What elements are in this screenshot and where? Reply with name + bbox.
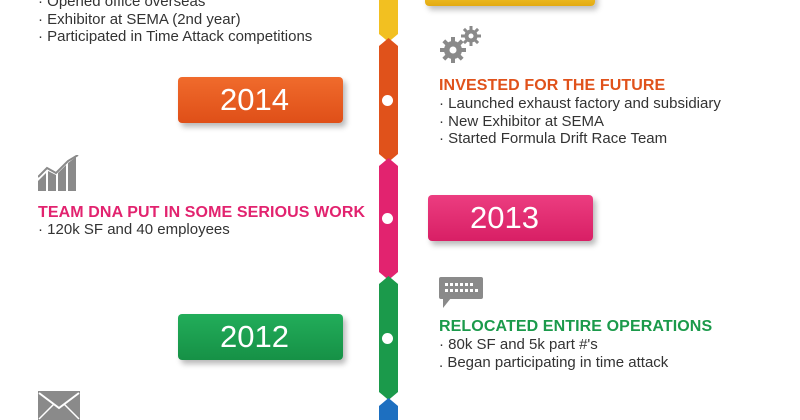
growth-chart-icon (38, 155, 80, 191)
timeline-segment-yellow (379, 0, 398, 42)
bullets-2012: · 80k SF and 5k part #'s . Began partici… (439, 336, 668, 371)
year-box-2012: 2012 (178, 314, 343, 360)
bullet-item: · Participated in Time Attack competitio… (38, 28, 313, 45)
timeline-dot-2012 (382, 333, 393, 344)
bullet-item: · 120k SF and 40 employees (38, 221, 230, 238)
year-box-2014: 2014 (178, 77, 343, 123)
envelope-icon (38, 391, 80, 420)
bullet-item: · Exhibitor at SEMA (2nd year) (38, 10, 241, 28)
bullet-item: · 80k SF and 5k part #'s (439, 336, 598, 353)
entry-top-bullets: · Opened office overseas · Exhibitor at … (38, 0, 312, 46)
chat-bubble-icon (439, 277, 483, 309)
year-box-2015-partial (425, 0, 595, 6)
bullet-item: · New Exhibitor at SEMA (439, 112, 605, 130)
timeline-segment-blue (379, 398, 398, 420)
timeline-dot-2013 (382, 213, 393, 224)
bullet-item: · Started Formula Drift Race Team (439, 130, 668, 147)
gears-icon (438, 25, 484, 65)
timeline-dot-2014 (382, 95, 393, 106)
year-box-2013: 2013 (428, 195, 593, 241)
heading-2012: RELOCATED ENTIRE OPERATIONS (439, 318, 713, 335)
bullet-item: . Began participating in time attack (439, 353, 669, 371)
bullets-2013: · 120k SF and 40 employees (38, 221, 230, 239)
year-label: 2014 (220, 82, 289, 117)
year-label: 2013 (470, 200, 539, 235)
year-label: 2012 (220, 319, 289, 354)
heading-2014: INVESTED FOR THE FUTURE (439, 77, 666, 94)
bullet-item: · Opened office overseas (38, 0, 206, 10)
heading-2013: TEAM DNA PUT IN SOME SERIOUS WORK (38, 204, 366, 221)
bullets-2014: · Launched exhaust factory and subsidiar… (439, 95, 721, 148)
bullet-item: · Launched exhaust factory and subsidiar… (439, 95, 721, 112)
